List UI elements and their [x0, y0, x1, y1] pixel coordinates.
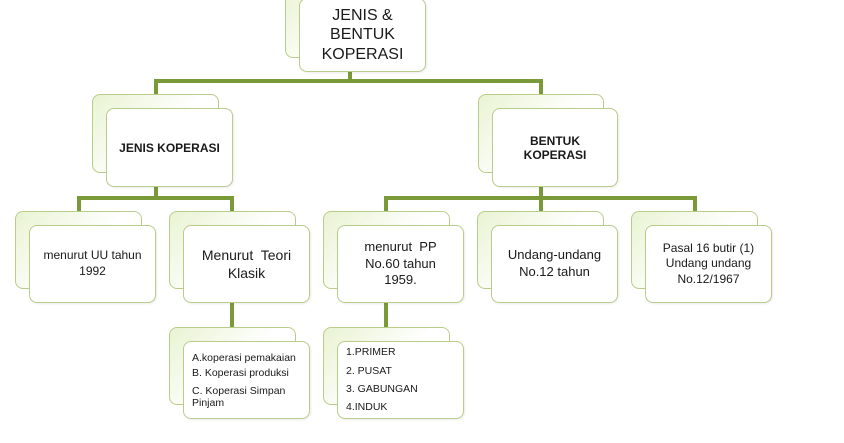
list-item: A.koperasi pemakaian	[192, 352, 296, 365]
list-item: 3. GABUNGAN	[346, 383, 418, 395]
node-undang-undang-label: Undang-undang No.12 tahun	[507, 247, 602, 279]
node-undang-undang: Undang-undang No.12 tahun	[477, 211, 618, 303]
connector-level1-bar	[154, 79, 543, 83]
node-menurut-pp-label: menurut PP No.60 tahun 1959.	[364, 238, 437, 288]
connector-to-uu12	[539, 196, 543, 212]
list-item: 1.PRIMER	[346, 346, 396, 359]
node-teori-list: A.koperasi pemakaian B. Koperasi produks…	[169, 327, 310, 419]
connector-to-uu	[77, 196, 81, 212]
node-pasal-16-label: Pasal 16 butir (1) Undang undang No.12/1…	[662, 240, 755, 286]
node-menurut-pp: menurut PP No.60 tahun 1959.	[323, 211, 464, 303]
node-teori-klasik-label: Menurut Teori Klasik	[201, 246, 292, 281]
node-root-label: JENIS & BENTUK KOPERASI	[321, 7, 404, 63]
node-bentuk-koperasi-label: BENTUK KOPERASI	[523, 133, 587, 162]
connector-to-pasal	[693, 196, 697, 212]
connector-jenis-down	[154, 186, 158, 198]
connector-bentuk-down	[539, 186, 543, 198]
list-item: 4.INDUK	[346, 401, 388, 414]
connector-to-jenis	[154, 79, 158, 95]
list-item: B. Koperasi produksi	[192, 367, 289, 380]
list-item: 2. PUSAT	[346, 364, 392, 377]
connector-pp-to-list	[384, 303, 388, 328]
connector-jenis-bar	[77, 196, 234, 200]
connector-to-teori	[230, 196, 234, 212]
node-root: JENIS & BENTUK KOPERASI	[285, 0, 426, 72]
connector-to-bentuk	[539, 79, 543, 95]
connector-root-down	[348, 70, 352, 82]
node-menurut-uu: menurut UU tahun 1992	[15, 211, 156, 303]
node-jenis-koperasi-label: JENIS KOPERASI	[119, 140, 220, 155]
node-menurut-uu-label: menurut UU tahun 1992	[43, 248, 142, 278]
node-jenis-koperasi: JENIS KOPERASI	[92, 94, 233, 187]
connector-to-pp	[384, 196, 388, 212]
node-bentuk-koperasi: BENTUK KOPERASI	[478, 94, 618, 187]
node-teori-klasik: Menurut Teori Klasik	[169, 211, 310, 303]
node-pp-list: 1.PRIMER 2. PUSAT 3. GABUNGAN 4.INDUK	[323, 327, 464, 419]
node-pasal-16: Pasal 16 butir (1) Undang undang No.12/1…	[631, 211, 772, 303]
connector-teori-to-list	[230, 303, 234, 328]
list-item: C. Koperasi Simpan Pinjam	[192, 384, 286, 409]
